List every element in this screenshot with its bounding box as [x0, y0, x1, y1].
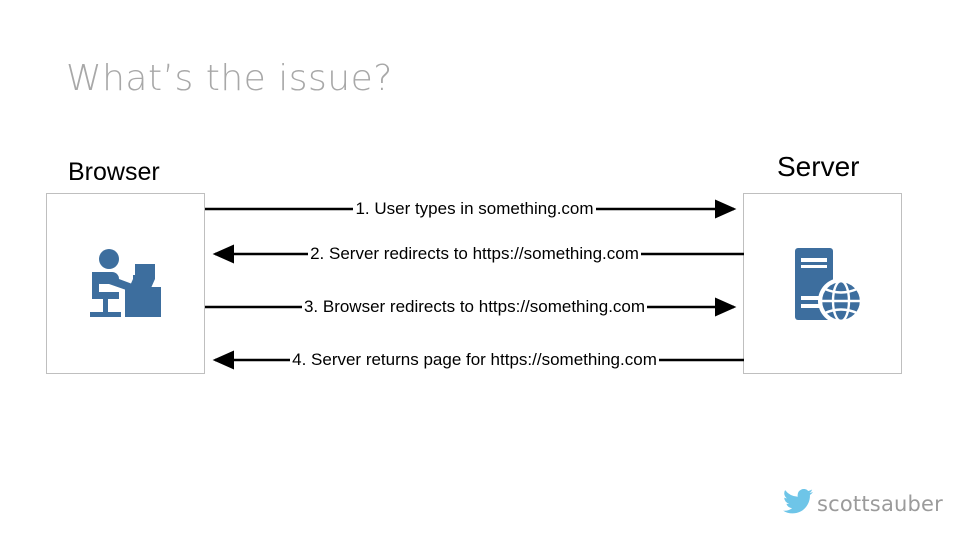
- server-tower-globe-icon: [744, 194, 901, 373]
- message-arrow-4: 4. Server returns page for https://somet…: [205, 343, 744, 377]
- server-node-box: [743, 193, 902, 374]
- message-arrow-3: 3. Browser redirects to https://somethin…: [205, 290, 744, 324]
- browser-node-box: [46, 193, 205, 374]
- person-at-desk-computer-icon: [47, 194, 204, 373]
- footer-branding: scottsauber: [783, 489, 943, 519]
- server-node-label: Server: [777, 151, 860, 182]
- page-title: What’s the issue?: [66, 58, 393, 99]
- browser-node-label: Browser: [68, 158, 160, 186]
- message-arrow-1: 1. User types in something.com: [205, 192, 744, 226]
- twitter-handle-label: scottsauber: [817, 492, 944, 516]
- message-arrow-2: 2. Server redirects to https://something…: [205, 237, 744, 271]
- twitter-bird-icon: [783, 489, 813, 519]
